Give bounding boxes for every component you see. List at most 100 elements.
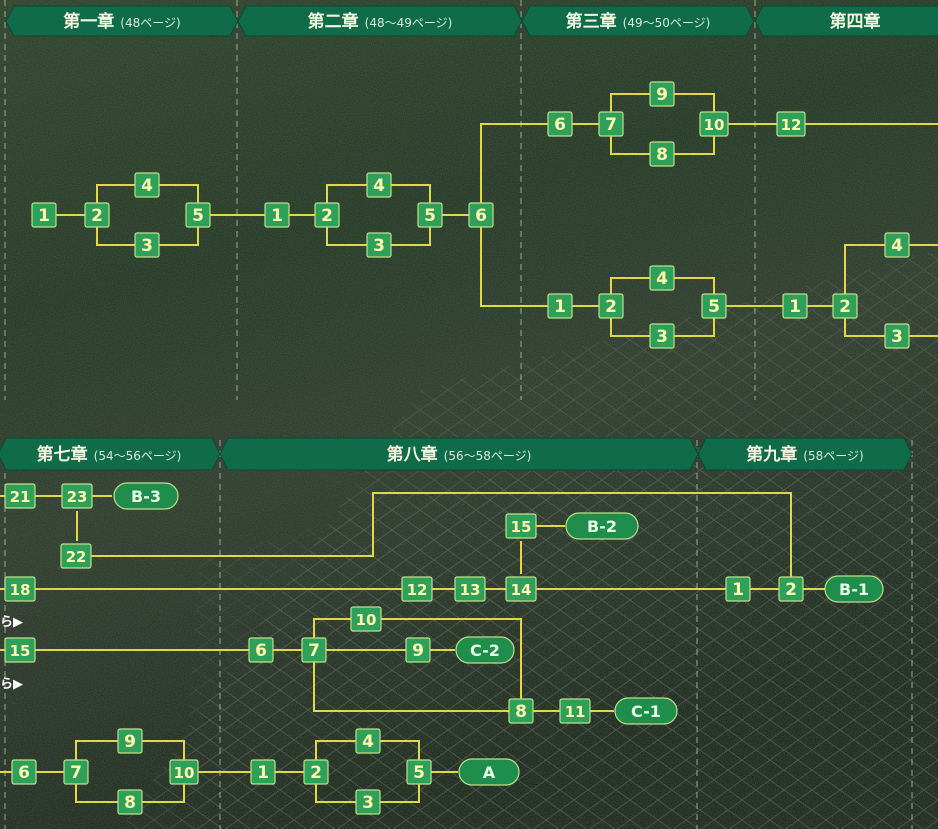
- scene-number: 6: [255, 641, 267, 661]
- ending-marker: B-3: [113, 482, 179, 510]
- scene-number: 3: [891, 327, 903, 347]
- scene-node: 8: [117, 789, 143, 815]
- chapter-pages: (49〜50ページ): [623, 16, 711, 30]
- scene-number: 10: [356, 611, 377, 629]
- scene-number: 10: [174, 764, 195, 782]
- scene-node: 1: [725, 576, 751, 602]
- scene-number: 8: [515, 702, 527, 722]
- scene-node: 15: [4, 637, 36, 663]
- scene-node: 5: [701, 293, 727, 319]
- chapter-title: 第七章: [37, 444, 88, 465]
- chapter-heading: 第二章(48〜49ページ): [308, 11, 453, 32]
- chapter-heading: 第三章 (49〜50ページ): [566, 11, 711, 32]
- chapter-title: 第四章: [830, 11, 881, 32]
- scene-number: 6: [475, 206, 487, 226]
- scene-number: 2: [839, 297, 851, 317]
- scene-number: 2: [785, 580, 797, 600]
- scene-node: 3: [884, 323, 910, 349]
- scene-node: 23: [61, 483, 93, 509]
- scene-node: 7: [301, 637, 327, 663]
- scene-node: 6: [547, 111, 573, 137]
- scene-number: 7: [70, 763, 82, 783]
- scene-number: 2: [321, 206, 333, 226]
- scene-number: 12: [407, 581, 428, 599]
- chapter-banner: 第九章 (58ページ): [697, 437, 913, 471]
- ending-label: B-1: [839, 580, 869, 599]
- scene-number: 21: [10, 488, 31, 506]
- scene-node: 9: [117, 728, 143, 754]
- chapter-title: 第八章: [387, 444, 438, 465]
- scene-node: 7: [598, 111, 624, 137]
- scene-number: 8: [124, 793, 136, 813]
- chapter-title: 第九章: [746, 444, 797, 465]
- scene-number: 1: [789, 297, 801, 317]
- scene-number: 22: [66, 548, 87, 566]
- scene-node: 8: [508, 698, 534, 724]
- chapter-banner: 第三章 (49〜50ページ): [521, 5, 755, 37]
- scene-number: 9: [124, 732, 136, 752]
- chapter-pages: (58ページ): [803, 449, 863, 463]
- scene-number: 3: [141, 236, 153, 256]
- scene-node: 6: [11, 759, 37, 785]
- chapter-heading: 第一章(48ページ): [63, 11, 180, 32]
- scene-number: 15: [511, 518, 532, 536]
- chapter-banner: 第一章(48ページ): [5, 5, 239, 37]
- scene-node: 2: [832, 293, 858, 319]
- scene-node: 9: [649, 81, 675, 107]
- ending-marker: C-2: [455, 636, 515, 664]
- chapter-heading: 第四章: [830, 11, 881, 32]
- chapter-banner: 第八章(56〜58ページ): [219, 437, 699, 471]
- flow-connector: [480, 123, 548, 215]
- continuation-arrow: ら▶: [0, 615, 23, 630]
- ending-label: B-3: [131, 487, 161, 506]
- ending-marker: A: [458, 758, 520, 786]
- scene-node: 3: [649, 323, 675, 349]
- scene-number: 3: [656, 327, 668, 347]
- scene-number: 6: [18, 763, 30, 783]
- scene-number: 2: [91, 206, 103, 226]
- scene-node: 2: [303, 759, 329, 785]
- scene-node: 11: [559, 698, 591, 724]
- scene-number: 4: [656, 269, 668, 289]
- scene-node: 5: [185, 202, 211, 228]
- scene-node: 1: [250, 759, 276, 785]
- scene-number: 5: [424, 206, 436, 226]
- scene-node: 4: [884, 232, 910, 258]
- scene-number: 1: [257, 763, 269, 783]
- ending-label: C-2: [470, 641, 500, 660]
- scene-node: 1: [547, 293, 573, 319]
- scene-number: 8: [656, 145, 668, 165]
- scene-node: 2: [84, 202, 110, 228]
- scene-number: 4: [141, 176, 153, 196]
- ending-label: A: [483, 763, 496, 782]
- scene-node: 22: [60, 543, 92, 569]
- scene-number: 11: [565, 703, 586, 721]
- scene-number: 5: [708, 297, 720, 317]
- chapter-heading: 第九章 (58ページ): [746, 444, 863, 465]
- scene-node: 4: [355, 728, 381, 754]
- scene-number: 1: [554, 297, 566, 317]
- scene-number: 1: [38, 206, 50, 226]
- ending-label: B-2: [587, 517, 617, 536]
- ending-label: C-1: [631, 702, 661, 721]
- scene-node: 1: [31, 202, 57, 228]
- scene-node: 3: [355, 789, 381, 815]
- scene-number: 18: [10, 581, 31, 599]
- scene-node: 2: [598, 293, 624, 319]
- continuation-arrow: ら▶: [0, 677, 23, 692]
- scene-number: 4: [373, 176, 385, 196]
- scene-node: 1: [264, 202, 290, 228]
- chapter-title: 第三章: [566, 11, 617, 32]
- chapter-banner: 第七章(54〜56ページ): [0, 437, 221, 471]
- scene-node: 7: [63, 759, 89, 785]
- scene-number: 9: [656, 85, 668, 105]
- chapter-title: 第一章: [63, 11, 114, 32]
- scene-number: 1: [732, 580, 744, 600]
- scene-node: 9: [405, 637, 431, 663]
- flow-connector: [313, 650, 509, 712]
- flow-connector: [91, 492, 792, 577]
- scene-number: 13: [460, 581, 481, 599]
- scene-node: 10: [169, 759, 199, 785]
- scene-node: 4: [649, 265, 675, 291]
